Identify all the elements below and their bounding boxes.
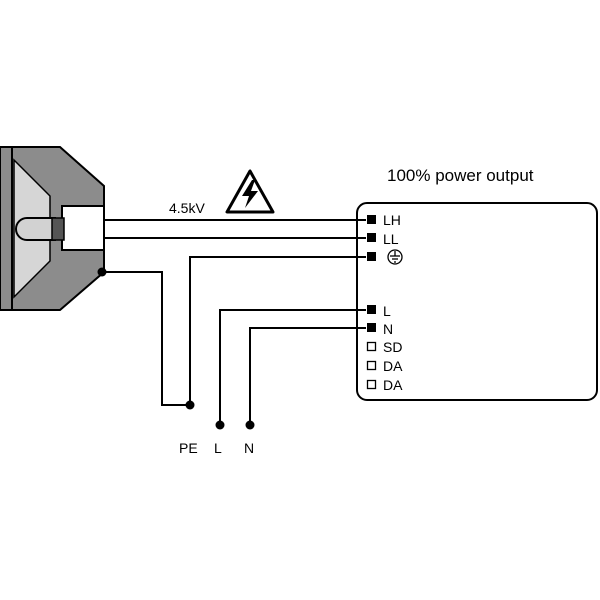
wire-earth	[189, 256, 366, 405]
high-voltage-warning-icon	[225, 169, 275, 214]
terminal-l-label: L	[383, 303, 391, 319]
wire-l	[219, 309, 366, 425]
ballast-box	[356, 202, 598, 401]
terminal-n-marker	[367, 323, 376, 332]
wires	[102, 219, 366, 425]
terminal-da1-marker	[366, 360, 377, 371]
mains-l-label: L	[214, 440, 222, 456]
terminal-lh-label: LH	[383, 212, 401, 228]
pe-junction	[185, 400, 195, 410]
terminal-l-marker	[367, 305, 376, 314]
terminal-sd-label: SD	[383, 339, 402, 355]
terminal-da2-label: DA	[383, 377, 403, 393]
n-terminal-dot	[245, 420, 255, 430]
wire-n	[249, 327, 366, 425]
terminal-sd-marker	[366, 341, 377, 352]
lamp-earth-junction	[97, 267, 107, 277]
mains-pe-label: PE	[179, 440, 198, 456]
terminal-ll-marker	[367, 233, 376, 242]
terminal-da2-marker	[366, 379, 377, 390]
terminal-lh-marker	[367, 215, 376, 224]
terminal-n-label: N	[383, 321, 393, 337]
mains-n-label: N	[244, 440, 254, 456]
l-terminal-dot	[215, 420, 225, 430]
terminal-da1-label: DA	[383, 358, 403, 374]
lamp-reflector-icon	[0, 146, 105, 311]
terminal-earth-marker	[367, 252, 376, 261]
terminal-ll-label: LL	[383, 231, 399, 247]
voltage-label: 4.5kV	[169, 200, 205, 216]
earth-ground-icon	[387, 249, 403, 265]
wire-lamp-pe	[102, 271, 190, 406]
ballast-title: 100% power output	[387, 166, 534, 185]
